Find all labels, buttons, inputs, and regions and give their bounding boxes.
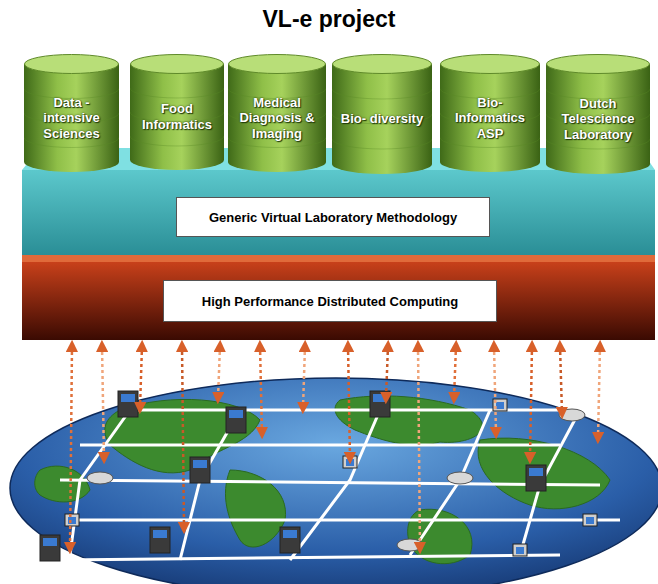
computer-icon (513, 544, 527, 556)
data-arrow (102, 346, 104, 458)
data-arrow (182, 346, 184, 528)
computer-icon (40, 535, 60, 561)
computer-icon (343, 456, 357, 468)
data-arrow (454, 346, 456, 398)
cylinder-label: Dutch Telescience Laboratory (550, 78, 646, 160)
computer-icon (226, 407, 246, 433)
computer-icon (118, 391, 138, 417)
data-arrow (598, 346, 600, 438)
cylinder-node: Medical Diagnosis & Imaging (228, 54, 326, 172)
cylinder-label: Medical Diagnosis & Imaging (232, 78, 322, 158)
cylinder-label: Data - intensive Sciences (28, 78, 115, 158)
continents (35, 396, 610, 564)
data-arrow (418, 346, 420, 548)
data-arrow (303, 346, 305, 408)
computer-icon (65, 514, 79, 526)
network-links (60, 410, 620, 560)
layer-box: Generic Virtual Laboratory Methodology (176, 197, 490, 237)
cylinder-label: Bio- diversity (336, 78, 428, 160)
cylinder-node: Bio- diversity (332, 54, 432, 174)
computer-icon (150, 527, 170, 553)
slab-front (22, 262, 655, 340)
data-arrow (560, 346, 562, 413)
data-arrow (260, 346, 262, 433)
layer-box: High Performance Distributed Computing (163, 280, 497, 322)
layer-label: High Performance Distributed Computing (202, 294, 458, 309)
cylinder-label: Bio- Informatics ASP (444, 78, 536, 158)
data-arrow (140, 346, 142, 408)
computer-icon (526, 465, 546, 491)
computer-icon (559, 409, 585, 421)
data-arrow (70, 346, 72, 548)
computer-icon (190, 457, 210, 483)
computer-icon (280, 527, 300, 553)
data-arrow (218, 346, 220, 398)
diagram-title: VL-e project (0, 6, 658, 33)
layer-label: Generic Virtual Laboratory Methodology (209, 210, 457, 225)
cylinder-node: Dutch Telescience Laboratory (546, 54, 650, 174)
computer-icon (447, 472, 473, 484)
cylinder-node: Food Informatics (130, 54, 224, 170)
data-arrow (348, 346, 350, 458)
cylinder-node: Bio- Informatics ASP (440, 54, 540, 172)
computer-icon (583, 514, 597, 526)
data-arrow (494, 346, 496, 433)
cylinder-node: Data - intensive Sciences (24, 54, 119, 172)
slab-front (22, 170, 655, 255)
computer-icon (87, 472, 113, 484)
slab-top (22, 255, 655, 262)
data-arrow (386, 346, 388, 398)
cylinder-label: Food Informatics (134, 78, 220, 156)
data-arrow (530, 346, 532, 458)
